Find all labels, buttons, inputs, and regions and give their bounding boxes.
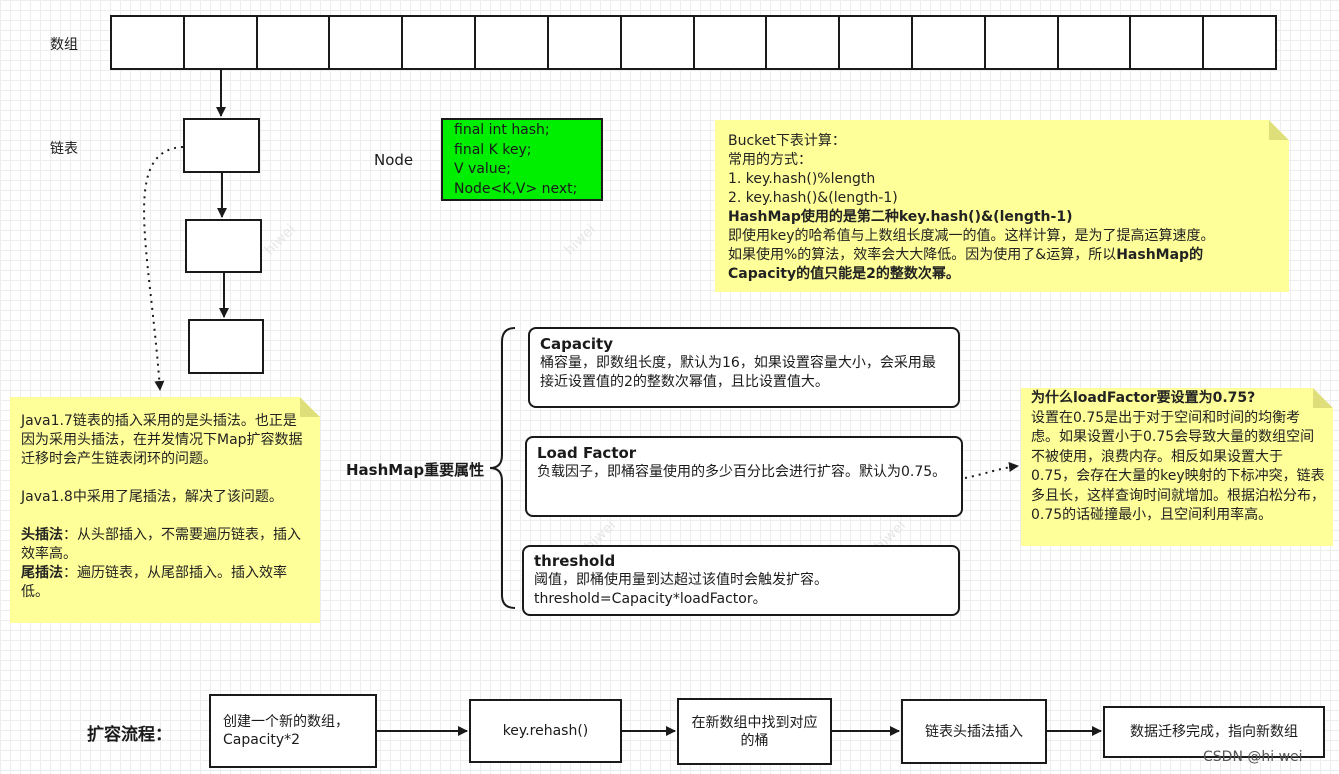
node-field: Node<K,V> next; [454, 180, 578, 197]
flow-step-text: key.rehash() [502, 723, 589, 739]
array-slot [622, 17, 695, 68]
brace [489, 327, 516, 609]
array-slot [1131, 17, 1205, 68]
array-slot [913, 17, 986, 68]
flow-step-rehash: key.rehash() [469, 699, 622, 763]
tail-insert-desc: 尾插法：遍历链表，从尾部插入。插入效率低。 [21, 565, 287, 600]
array-slot [330, 17, 404, 68]
head-insert-desc: 头插法：从头部插入，不需要遍历链表，插入效率高。 [21, 527, 301, 562]
node-label: Node [374, 151, 414, 169]
array-slot [112, 17, 185, 68]
load-factor-desc: 负载因子，即桶容量使用的多少百分比会进行扩容。默认为0.75。 [537, 464, 947, 480]
flow-step-text: 创建一个新的数组， Capacity*2 [223, 714, 349, 748]
dotted-arrow-loadfactor-to-note [964, 462, 1019, 479]
bucket-index-note: Bucket下表计算： 常用的方式： 1. key.hash()%length … [715, 120, 1289, 292]
flow-step-text: 在新数组中找到对应的桶 [691, 714, 818, 749]
array-slot [1059, 17, 1132, 68]
flow-step-text: 链表头插法插入 [925, 723, 1023, 740]
resize-flow-label: 扩容流程： [87, 725, 172, 745]
bucket-note-line: 1. key.hash()%length [728, 171, 876, 187]
dotted-arrow-list-to-note [143, 146, 184, 391]
node-field: final K key; [454, 141, 532, 158]
flow-step-find-bucket: 在新数组中找到对应的桶 [677, 698, 832, 765]
bucket-note-emphasis: Capacity的值只能是2的整数次幂。 [728, 266, 960, 282]
java-insert-note: Java1.7链表的插入采用的是头插法。也正是因为采用头插法，在并发情况下Map… [10, 397, 320, 623]
flow-step-head-insert: 链表头插法插入 [901, 699, 1047, 764]
capacity-desc: 桶容量，即数组长度，默认为16，如果设置容量大小，会采用最接近设置值的2的整数次… [540, 355, 936, 390]
flow-step-migration-done: 数据迁移完成，指向新数组 [1103, 706, 1325, 758]
node-field: final int hash; [454, 122, 550, 138]
array-slot [549, 17, 622, 68]
bucket-note-emphasis: HashMap使用的是第二种key.hash()&(length-1) [728, 209, 1073, 225]
bucket-note-line: 2. key.hash()&(length-1) [728, 190, 898, 206]
array-label: 数组 [50, 37, 78, 53]
array-slot [185, 17, 258, 68]
capacity-title: Capacity [540, 335, 613, 353]
load-factor-note-title: 为什么loadFactor要设置为0.75? [1031, 390, 1256, 406]
array-slot [986, 17, 1059, 68]
array-slot [1204, 17, 1275, 68]
flow-step-create-array: 创建一个新的数组， Capacity*2 [209, 694, 377, 768]
array-slot [695, 17, 768, 68]
load-factor-note-text: 设置在0.75是出于对于空间和时间的均衡考虑。如果设置小于0.75会导致大量的数… [1031, 409, 1325, 523]
bucket-note-line: 如果使用%的算法，效率会大大降低。因为使用了&运算，所以HashMap的 [728, 247, 1204, 263]
array-slot [403, 17, 477, 68]
load-factor-card: Load Factor 负载因子，即桶容量使用的多少百分比会进行扩容。默认为0.… [525, 436, 963, 517]
array-slot [767, 17, 841, 68]
footer-credit: CSDN @hi wei [1203, 749, 1303, 765]
threshold-desc: 阈值，即桶使用量到达超过该值时会触发扩容。 threshold=Capacity… [534, 572, 828, 607]
list-label: 链表 [50, 141, 78, 157]
bucket-note-line: 即使用key的哈希值与上数组长度减一的值。这样计算，是为了提高运算速度。 [728, 228, 1215, 244]
array-slot [258, 17, 331, 68]
list-node-1 [183, 118, 260, 173]
flow-step-text: 数据迁移完成，指向新数组 [1130, 724, 1298, 740]
load-factor-note: 为什么loadFactor要设置为0.75? 设置在0.75是出于对于空间和时间… [1021, 388, 1333, 546]
list-node-2 [185, 219, 262, 273]
threshold-card: threshold 阈值，即桶使用量到达超过该值时会触发扩容。 threshol… [522, 545, 960, 616]
hashmap-props-label: HashMap重要属性 [346, 461, 485, 479]
java-note-p2: Java1.8中采用了尾插法，解决了该问题。 [21, 489, 283, 505]
list-node-3 [188, 319, 264, 374]
node-field: V value; [454, 161, 511, 177]
capacity-card: Capacity 桶容量，即数组长度，默认为16，如果设置容量大小，会采用最接近… [528, 327, 960, 408]
load-factor-title: Load Factor [537, 444, 637, 462]
array-slot [476, 17, 549, 68]
array-slot [840, 17, 913, 68]
java-note-p1: Java1.7链表的插入采用的是头插法。也正是因为采用头插法，在并发情况下Map… [21, 413, 303, 467]
bucket-array [110, 15, 1277, 70]
bucket-note-line: 常用的方式： [728, 152, 812, 168]
bucket-note-title: Bucket下表计算： [728, 133, 846, 149]
threshold-title: threshold [534, 552, 616, 570]
node-fields-box: final int hash; final K key; V value; No… [441, 118, 603, 201]
